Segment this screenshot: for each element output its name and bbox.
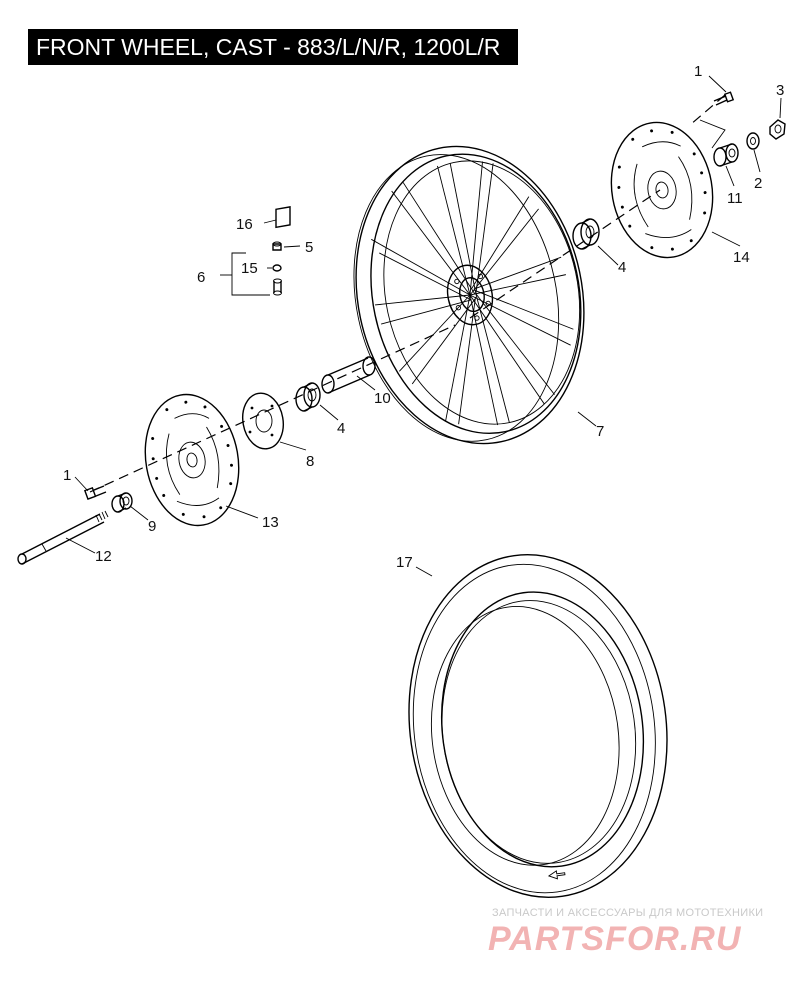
callout-11: 11	[727, 190, 743, 207]
callout-12: 12	[95, 548, 112, 565]
callout-9: 9	[148, 518, 156, 535]
axle-cup-spacer	[111, 492, 133, 513]
page-title: FRONT WHEEL, CAST - 883/L/N/R, 1200L/R	[28, 29, 518, 65]
callout-14: 14	[733, 249, 750, 266]
callout-10: 10	[374, 390, 391, 407]
watermark-subtitle: ЗАПЧАСТИ И АКСЕССУАРЫ ДЛЯ МОТОТЕХНИКИ	[492, 907, 763, 919]
wheel-bearing-right	[572, 218, 600, 250]
callout-17: 17	[396, 554, 413, 571]
leader-lines	[65, 75, 782, 577]
callout-4-right: 4	[618, 259, 626, 276]
cast-wheel	[353, 145, 585, 445]
wheel-bearing-left	[295, 382, 321, 412]
callout-6: 6	[197, 269, 205, 286]
callout-2: 2	[754, 175, 762, 192]
brake-rotor-left	[144, 393, 240, 527]
callout-16: 16	[236, 216, 253, 233]
washer-right	[746, 132, 760, 150]
callout-15: 15	[241, 260, 258, 277]
callout-7: 7	[596, 423, 604, 440]
rotor-bolt-left	[83, 485, 107, 500]
right-spacer	[713, 143, 739, 167]
axle-centerline	[89, 94, 726, 493]
callout-1-left: 1	[63, 467, 71, 484]
watermark-logo: PARTSFOR.RU	[488, 920, 742, 958]
callout-3: 3	[776, 82, 784, 99]
callout-4-left: 4	[337, 420, 345, 437]
callout-1-top: 1	[694, 63, 702, 80]
callout-labels: 1 3 2 11 14 4 16 5 6 15 10 4 7 8 1 9 13 …	[63, 63, 784, 571]
brake-rotor-right	[610, 121, 714, 259]
watermark: ЗАПЧАСТИ И АКСЕССУАРЫ ДЛЯ МОТОТЕХНИКИ PA…	[488, 907, 763, 958]
valve-stem-kit	[220, 206, 291, 296]
front-axle	[17, 510, 109, 565]
callout-5: 5	[305, 239, 313, 256]
callout-13: 13	[262, 514, 279, 531]
axle-nut	[769, 119, 786, 140]
rotor-bolt-top	[713, 91, 735, 106]
callout-8: 8	[306, 453, 314, 470]
tire	[408, 554, 668, 898]
axle-spacer-sleeve	[321, 356, 376, 394]
spacer-disc	[242, 392, 284, 450]
